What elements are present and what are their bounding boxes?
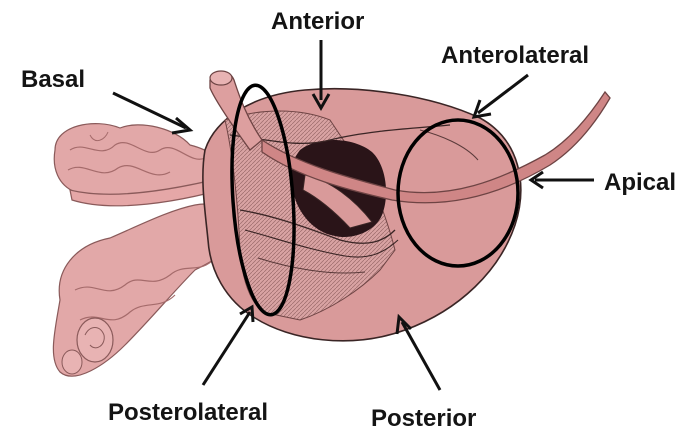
- label-anterolateral: Anterolateral: [441, 44, 589, 68]
- posterolateral-arrow: [203, 312, 250, 385]
- label-posterior: Posterior: [371, 407, 476, 431]
- label-basal: Basal: [21, 68, 85, 92]
- label-anterior: Anterior: [271, 10, 364, 34]
- label-apical: Apical: [604, 171, 676, 195]
- anterolateral-arrow: [478, 75, 528, 113]
- label-posterolateral: Posterolateral: [108, 401, 268, 425]
- basal-arrow: [113, 93, 186, 128]
- posterior-arrow: [402, 322, 440, 390]
- seminal-vesicle-lower: [53, 204, 232, 376]
